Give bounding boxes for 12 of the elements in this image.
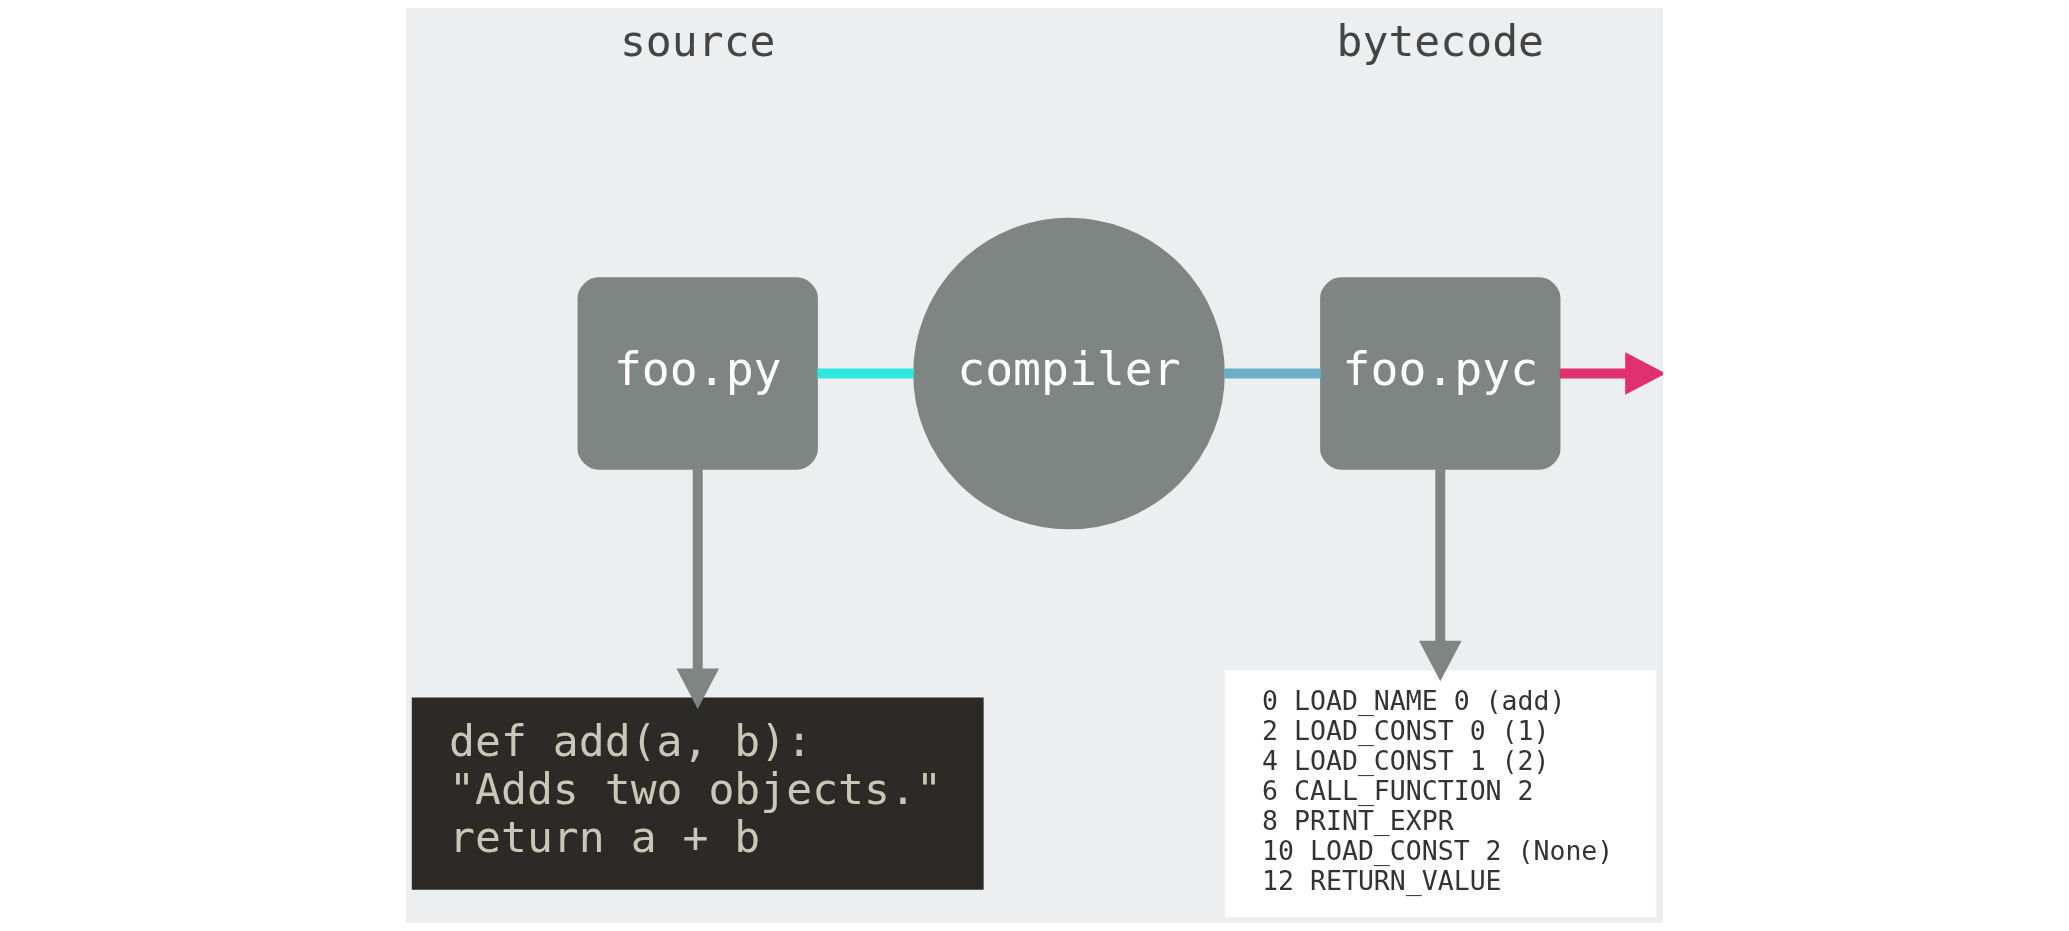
node-circle: compiler bbox=[913, 217, 1225, 530]
connector bbox=[1224, 368, 1321, 379]
arrow bbox=[1419, 469, 1462, 682]
label: bytecode bbox=[1336, 15, 1545, 66]
node-box: foo.py bbox=[577, 277, 818, 470]
node-box: 0 LOAD_NAME 0 (add) 2 LOAD_CONST 0 (1) 4 LOAD_CONST 1 (2) 6 CALL_FUNCTION 2 8 PRINT_EXPR 10 LOAD_CONST 2 (None) 12 RETURN_VALUE bbox=[1224, 670, 1656, 918]
connector bbox=[817, 368, 914, 379]
arrow bbox=[676, 469, 720, 709]
label: source bbox=[619, 15, 776, 66]
node-box: def add(a, b): "Adds two objects." return a + b bbox=[411, 697, 984, 890]
node-box: foo.pyc bbox=[1320, 277, 1561, 470]
arrow bbox=[1559, 352, 1663, 395]
